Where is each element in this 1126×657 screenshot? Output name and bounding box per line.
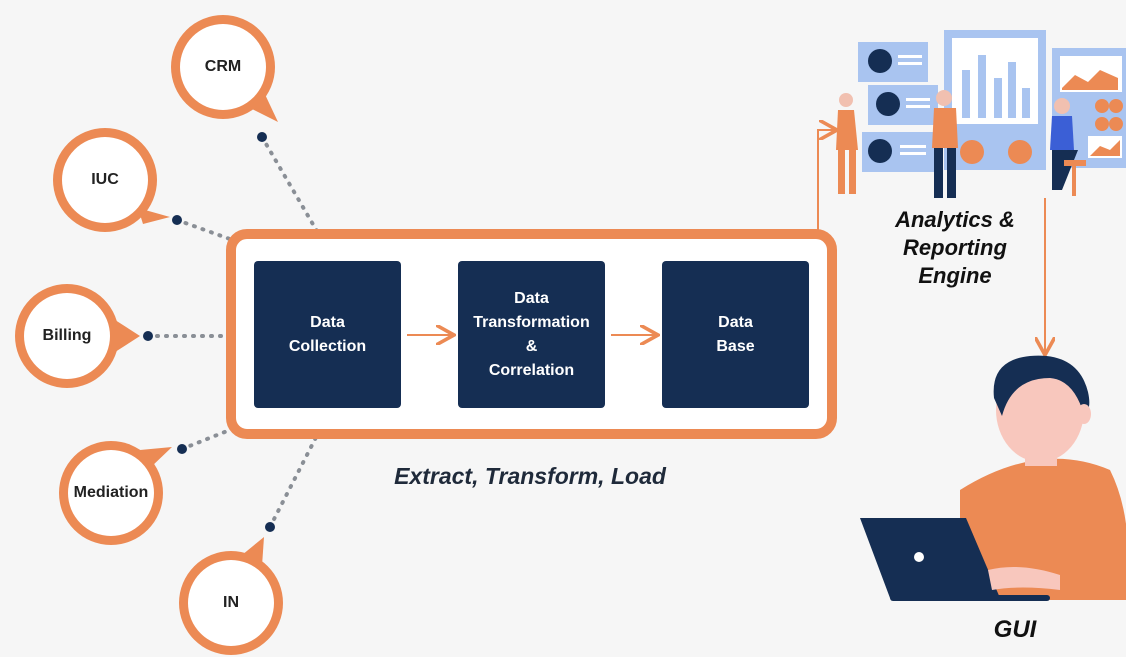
- analytics-label: Analytics & Reporting Engine: [860, 206, 1050, 290]
- etl-caption: Extract, Transform, Load: [394, 463, 666, 489]
- analytics-line: Engine: [918, 263, 992, 288]
- step-data-base: Data Base: [662, 261, 809, 408]
- bubble-mediation: [59, 441, 187, 545]
- bubble-in: [179, 522, 283, 655]
- gui-label: GUI: [993, 616, 1037, 643]
- connector-dot: [177, 444, 187, 454]
- source-label-iuc: IUC: [91, 171, 119, 188]
- bubble-billing: [15, 284, 153, 388]
- step-line: Data: [718, 313, 753, 331]
- source-label-mediation: Mediation: [73, 484, 149, 501]
- bubble-crm: [171, 15, 278, 142]
- connector-crm: [260, 135, 337, 264]
- analytics-line: Reporting: [903, 235, 1007, 260]
- step-line: Data: [514, 289, 549, 307]
- connector-dot: [265, 522, 275, 532]
- connector-dot: [143, 331, 153, 341]
- analytics-illustration: [836, 30, 1126, 198]
- arrow-etl-to-analytics: [817, 130, 835, 234]
- step-data-collection: Data Collection: [254, 261, 401, 408]
- gui-illustration: [860, 355, 1126, 601]
- bubble-iuc: [53, 128, 182, 232]
- analytics-line: Analytics &: [895, 207, 1015, 232]
- step-line: Correlation: [488, 361, 575, 379]
- step-line: &: [525, 337, 538, 355]
- source-label-billing: Billing: [42, 327, 92, 344]
- connector-dot: [172, 215, 182, 225]
- source-label-crm: CRM: [204, 58, 242, 75]
- step-data-transformation: Data Transformation & Correlation: [458, 261, 605, 408]
- step-line: Transformation: [473, 313, 590, 331]
- source-label-in: IN: [223, 594, 239, 611]
- step-line: Base: [716, 337, 755, 355]
- step-line: Collection: [288, 337, 367, 355]
- step-line: Data: [310, 313, 345, 331]
- connector-dot: [257, 132, 267, 142]
